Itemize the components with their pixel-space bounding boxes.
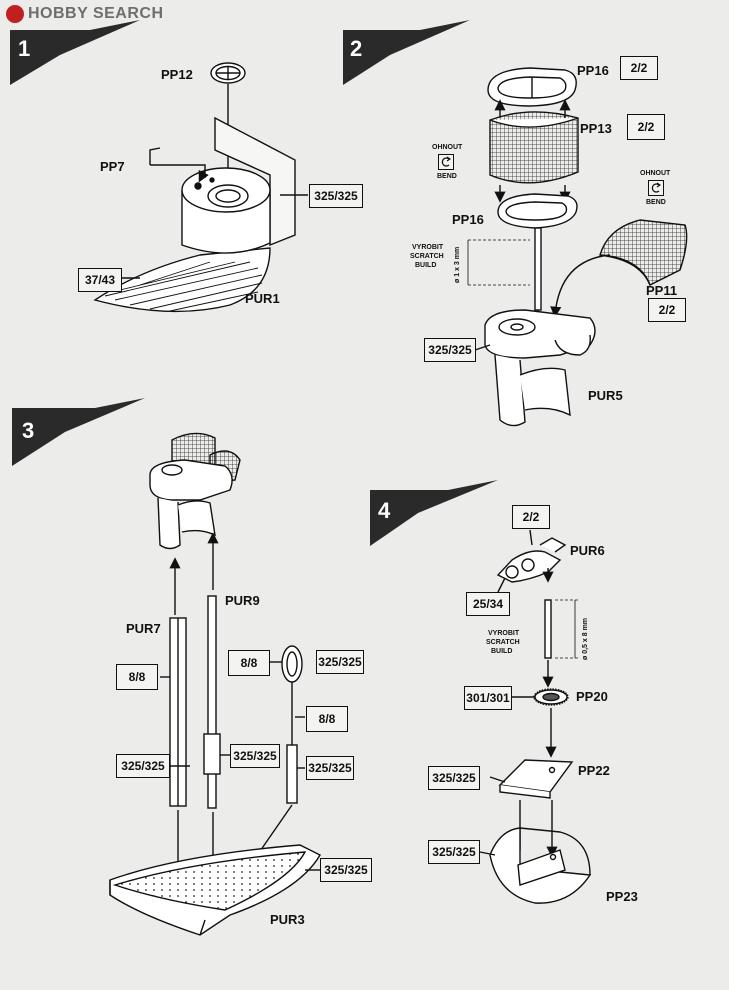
part-label-pp22: PP22: [578, 763, 610, 778]
step4-art: [479, 529, 592, 904]
bend-icon-left: [438, 154, 454, 170]
scratch-build-build-4: BUILD: [491, 648, 513, 655]
part-label-pur7: PUR7: [126, 621, 161, 636]
hobby-search-logo: HOBBY SEARCH: [6, 4, 164, 24]
step4-banner: [370, 480, 498, 546]
step-number-2: 2: [350, 36, 363, 61]
part-label-pur9: PUR9: [225, 593, 260, 608]
color-box-step3-325e: 325/325: [320, 858, 372, 882]
step-number-3: 3: [22, 418, 35, 443]
color-box-step4-325b: 325/325: [428, 840, 480, 864]
dimension-label-step4: ø 0,5 x 8 mm: [582, 617, 589, 660]
logo-text: HOBBY SEARCH: [28, 5, 164, 22]
dimension-label-step2: ø 1 x 3 mm: [454, 246, 461, 283]
color-box-step3-325b: 325/325: [116, 754, 170, 778]
step3-art: [109, 432, 321, 936]
part-label-pp23: PP23: [606, 889, 638, 904]
color-box-step3-325c: 325/325: [230, 744, 280, 768]
scratch-build-scratch: SCRATCH: [410, 253, 444, 260]
bend-label-right: BEND: [646, 199, 666, 206]
color-box-step3-325d: 325/325: [306, 756, 354, 780]
color-box-pp16-top: 2/2: [620, 56, 658, 80]
ohnout-label-left: OHNOUT: [432, 144, 463, 151]
logo-mark-icon: [6, 5, 24, 23]
color-box-pp11: 2/2: [648, 298, 686, 322]
color-box-pp13: 2/2: [627, 114, 665, 140]
step3-banner: [12, 398, 145, 466]
part-label-pur5: PUR5: [588, 388, 623, 403]
scratch-build-build: BUILD: [415, 262, 437, 269]
part-label-pur1: PUR1: [245, 291, 280, 306]
color-box-step3-8b: 8/8: [228, 650, 270, 676]
part-label-pur6: PUR6: [570, 543, 605, 558]
color-box-step2-325: 325/325: [424, 338, 476, 362]
step2-art: [467, 67, 688, 427]
part-label-pp16-bottom: PP16: [452, 212, 484, 227]
bend-icon-right: [648, 180, 664, 196]
part-label-pp7: PP7: [100, 159, 125, 174]
bend-label-left: BEND: [437, 173, 457, 180]
color-box-step3-325a: 325/325: [316, 650, 364, 674]
step1-art: [93, 62, 308, 313]
scratch-build-scratch-4: SCRATCH: [486, 639, 520, 646]
step2-banner: [343, 20, 470, 85]
color-box-step1-325: 325/325: [309, 184, 363, 208]
part-label-pp16-top: PP16: [577, 63, 609, 78]
part-label-pp12: PP12: [161, 67, 193, 82]
color-box-step3-8a: 8/8: [116, 664, 158, 690]
color-box-step4-325a: 325/325: [428, 766, 480, 790]
color-box-step1-37: 37/43: [78, 268, 122, 292]
scratch-build-vyrobit: VYROBIT: [412, 244, 444, 251]
part-label-pp20: PP20: [576, 689, 608, 704]
part-label-pp13: PP13: [580, 121, 612, 136]
step-number-1: 1: [18, 36, 31, 61]
scratch-build-vyrobit-4: VYROBIT: [488, 630, 520, 637]
ohnout-label-right: OHNOUT: [640, 170, 671, 177]
part-label-pp11: PP11: [646, 283, 678, 298]
step-number-4: 4: [378, 498, 391, 523]
step1-banner: [10, 20, 140, 85]
part-label-pur3: PUR3: [270, 912, 305, 927]
color-box-step3-8c: 8/8: [306, 706, 348, 732]
color-box-step4-25: 25/34: [466, 592, 510, 616]
color-box-step4-301: 301/301: [464, 686, 512, 710]
color-box-step4-22: 2/2: [512, 505, 550, 529]
